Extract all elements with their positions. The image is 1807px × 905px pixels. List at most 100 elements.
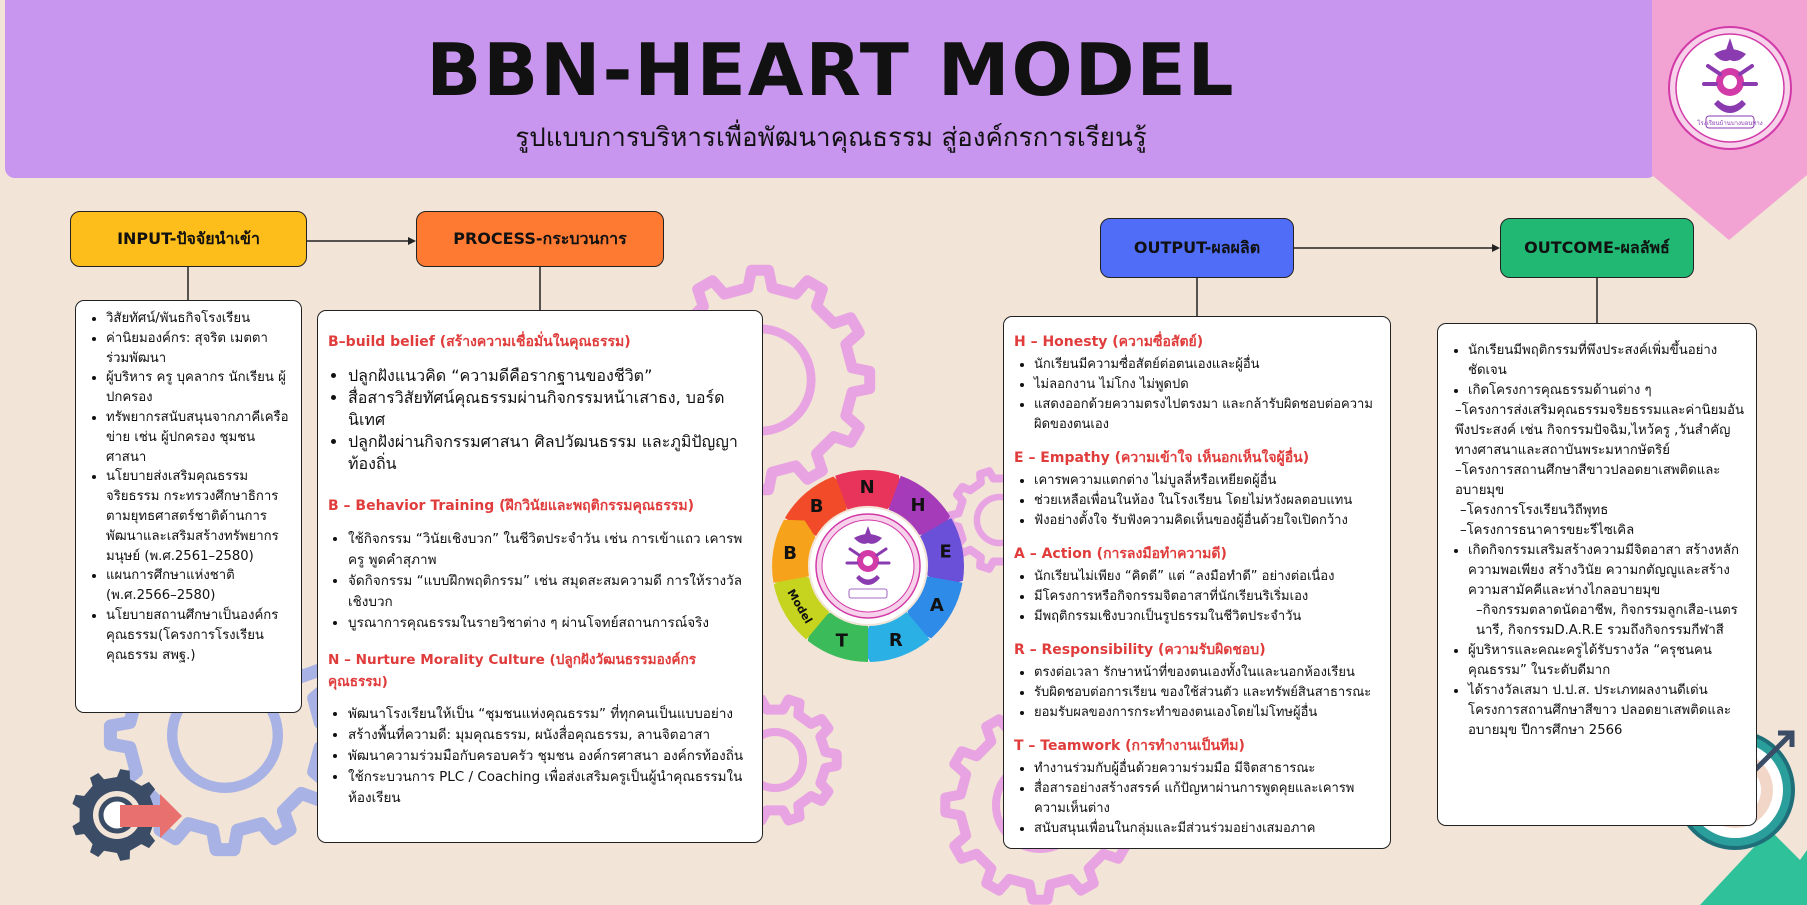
list-item: เกิดโครงการคุณธรรมด้านต่าง ๆ –โครงการส่ง… bbox=[1455, 381, 1744, 541]
list-item: มีพฤติกรรมเชิงบวกเป็นรูปธรรมในชีวิตประจำ… bbox=[1034, 607, 1380, 627]
section-heading: E – Empathy (ความเข้าใจ เห็นอกเห็นใจผู้อ… bbox=[1014, 450, 1310, 466]
list-item: เกิดกิจกรรมเสริมสร้างความมีจิตอาสา สร้าง… bbox=[1468, 541, 1744, 641]
wheel-letter: A bbox=[930, 595, 944, 616]
section-list: เคารพความแตกต่าง ไม่บูลลี่หรือเหยียดผู้อ… bbox=[1014, 471, 1380, 531]
emblem-ribbon: โรงเรียนบ้านบางบอนทาง bbox=[1652, 0, 1807, 240]
section-heading: A – Action (การลงมือทำความดี) bbox=[1014, 546, 1227, 562]
list-item: นักเรียนไม่เพียง “คิดดี” แต่ “ลงมือทำดี”… bbox=[1034, 567, 1380, 587]
header-banner: BBN-HEART MODEL รูปแบบการบริหารเพื่อพัฒน… bbox=[5, 0, 1657, 178]
list-item: นโยบายส่งเสริมคุณธรรมจริยธรรม กระทรวงศึก… bbox=[106, 467, 293, 566]
section-heading: R – Responsibility (ความรับผิดชอบ) bbox=[1014, 642, 1266, 658]
output-stage: OUTPUT-ผลผลิต bbox=[1100, 218, 1294, 278]
input-box: วิสัยทัศน์/พันธกิจโรงเรียน ค่านิยมองค์กร… bbox=[75, 300, 302, 713]
list-item: นโยบายสถานศึกษาเป็นองค์กรคุณธรรม(โครงการ… bbox=[106, 606, 293, 665]
section-list: นักเรียนมีความซื่อสัตย์ต่อตนเองและผู้อื่… bbox=[1014, 355, 1380, 435]
list-item: แผนการศึกษาแห่งชาติ (พ.ศ.2566–2580) bbox=[106, 566, 293, 606]
wheel-letter: H bbox=[911, 495, 926, 516]
list-item: นักเรียนมีความซื่อสัตย์ต่อตนเองและผู้อื่… bbox=[1034, 355, 1380, 375]
list-item: พัฒนาความร่วมมือกับครอบครัว ชุมชน องค์กร… bbox=[348, 746, 752, 767]
list-item: เคารพความแตกต่าง ไม่บูลลี่หรือเหยียดผู้อ… bbox=[1034, 471, 1380, 491]
section-heading: H – Honesty (ความซื่อสัตย์) bbox=[1014, 334, 1204, 350]
sub-item: –โครงการธนาคารขยะรีไซเคิล bbox=[1460, 523, 1635, 538]
outcome-list: นักเรียนมีพฤติกรรมที่พึงประสงค์เพิ่มขึ้น… bbox=[1450, 341, 1744, 741]
wheel-segment bbox=[773, 571, 830, 640]
list-item: นักเรียนมีพฤติกรรมที่พึงประสงค์เพิ่มขึ้น… bbox=[1468, 341, 1744, 381]
process-box: B–build belief (สร้างความเชื่อมั่นในคุณธ… bbox=[317, 310, 763, 843]
outcome-box: นักเรียนมีพฤติกรรมที่พึงประสงค์เพิ่มขึ้น… bbox=[1437, 323, 1757, 826]
list-item: ค่านิยมองค์กร: สุจริต เมตตา ร่วมพัฒนา bbox=[106, 329, 293, 369]
gear-arrow-icon bbox=[72, 769, 182, 861]
list-item: สนับสนุนเพื่อนในกลุ่มและมีส่วนร่วมอย่างเ… bbox=[1034, 819, 1380, 839]
section-list: นักเรียนไม่เพียง “คิดดี” แต่ “ลงมือทำดี”… bbox=[1014, 567, 1380, 627]
school-emblem-icon: โรงเรียนบ้านบางบอนทาง bbox=[1668, 26, 1792, 150]
wheel-letter: B bbox=[810, 496, 824, 517]
list-item: ตรงต่อเวลา รักษาหน้าที่ของตนเองทั้งในและ… bbox=[1034, 663, 1380, 683]
output-box: H – Honesty (ความซื่อสัตย์) นักเรียนมีคว… bbox=[1003, 316, 1391, 849]
list-item: บูรณาการคุณธรรมในรายวิชาต่าง ๆ ผ่านโจทย์… bbox=[348, 613, 752, 634]
list-item: พัฒนาโรงเรียนให้เป็น “ชุมชนแห่งคุณธรรม” … bbox=[348, 704, 752, 725]
wheel-letter: N bbox=[860, 477, 875, 498]
list-item: ใช้กระบวนการ PLC / Coaching เพื่อส่งเสริ… bbox=[348, 767, 752, 809]
list-item: ฟังอย่างตั้งใจ รับฟังความคิดเห็นของผู้อื… bbox=[1034, 511, 1380, 531]
list-item: รับผิดชอบต่อการเรียน ของใช้ส่วนตัว และทร… bbox=[1034, 683, 1380, 703]
list-item-text: เกิดกิจกรรมเสริมสร้างความมีจิตอาสา สร้าง… bbox=[1468, 543, 1739, 598]
list-item: ยอมรับผลของการกระทำของตนเองโดยไม่โทษผู้อ… bbox=[1034, 703, 1380, 723]
arrow-head bbox=[408, 237, 416, 245]
list-item: ทำงานร่วมกับผู้อื่นด้วยความร่วมมือ มีจิต… bbox=[1034, 759, 1380, 779]
sub-item: –โครงการส่งเสริมคุณธรรมจริยธรรมและค่านิย… bbox=[1455, 403, 1744, 458]
sub-item: –โครงการโรงเรียนวิถีพุทธ bbox=[1460, 503, 1609, 518]
section-heading: B–build belief (สร้างความเชื่อมั่นในคุณธ… bbox=[328, 334, 631, 350]
wheel-segment bbox=[772, 519, 816, 583]
list-item: แสดงออกด้วยความตรงไปตรงมา และกล้ารับผิดช… bbox=[1034, 395, 1380, 435]
list-item: ทรัพยากรสนับสนุนจากภาคีเครือข่าย เช่น ผู… bbox=[106, 408, 293, 467]
section-list: ทำงานร่วมกับผู้อื่นด้วยความร่วมมือ มีจิต… bbox=[1014, 759, 1380, 839]
list-item: ช่วยเหลือเพื่อนในห้อง ในโรงเรียน โดยไม่ห… bbox=[1034, 491, 1380, 511]
list-item: ไม่ลอกงาน ไม่โกง ไม่พูดปด bbox=[1034, 375, 1380, 395]
list-item: จัดกิจกรรม “แบบฝึกพฤติกรรม” เช่น สมุดสะส… bbox=[348, 571, 752, 613]
list-item: สื่อสารวิสัยทัศน์คุณธรรมผ่านกิจกรรมหน้าเ… bbox=[348, 387, 752, 431]
sub-item: –กิจกรรมตลาดนัดอาชีพ, กิจกรรมลูกเสือ-เนต… bbox=[1476, 603, 1738, 638]
list-item: ผู้บริหารและคณะครูได้รับรางวัล “ครุชนคนค… bbox=[1468, 641, 1744, 681]
wheel-letter: R bbox=[889, 630, 903, 651]
process-stage: PROCESS-กระบวนการ bbox=[416, 211, 664, 267]
list-item: ปลูกฝังแนวคิด “ความดีคือรากฐานของชีวิต” bbox=[348, 365, 752, 387]
section-heading: N – Nurture Morality Culture (ปลูกฝังวัฒ… bbox=[328, 652, 697, 690]
wheel-segment bbox=[888, 475, 951, 535]
list-item-text: เกิดโครงการคุณธรรมด้านต่าง ๆ bbox=[1468, 383, 1652, 398]
wheel-segment bbox=[860, 612, 930, 662]
section-heading: T – Teamwork (การทำงานเป็นทีม) bbox=[1014, 738, 1245, 754]
wheel-segment bbox=[907, 576, 963, 639]
wheel-letter: T bbox=[836, 631, 849, 652]
list-item: ปลูกฝังผ่านกิจกรรมศาสนา ศิลปวัฒนธรรม และ… bbox=[348, 431, 752, 475]
section-list: ปลูกฝังแนวคิด “ความดีคือรากฐานของชีวิต” … bbox=[328, 365, 752, 475]
wheel-segment bbox=[807, 612, 868, 662]
list-item: ใช้กิจกรรม “วินัยเชิงบวก” ในชีวิตประจำวั… bbox=[348, 529, 752, 571]
input-list: วิสัยทัศน์/พันธกิจโรงเรียน ค่านิยมองค์กร… bbox=[86, 309, 293, 665]
arrow-head bbox=[1492, 244, 1500, 252]
wheel-segment bbox=[835, 470, 902, 510]
list-item: สื่อสารอย่างสร้างสรรค์ แก้ปัญหาผ่านการพู… bbox=[1034, 779, 1380, 819]
svg-text:โรงเรียนบ้านบางบอนทาง: โรงเรียนบ้านบางบอนทาง bbox=[1697, 119, 1762, 127]
outcome-stage: OUTCOME-ผลลัพธ์ bbox=[1500, 218, 1694, 278]
page-title: BBN-HEART MODEL bbox=[426, 28, 1236, 112]
wheel-letter: E bbox=[940, 542, 952, 563]
arrow-right-icon bbox=[120, 794, 182, 838]
wheel-letter: B bbox=[783, 543, 797, 564]
school-emblem-icon bbox=[845, 526, 891, 599]
wheel-segment bbox=[920, 518, 965, 588]
page-subtitle: รูปแบบการบริหารเพื่อพัฒนาคุณธรรม สู่องค์… bbox=[515, 123, 1147, 153]
list-item: วิสัยทัศน์/พันธกิจโรงเรียน bbox=[106, 309, 293, 329]
list-item: ได้รางวัลเสมา ป.ป.ส. ประเภทผลงานดีเด่น โ… bbox=[1468, 681, 1744, 741]
input-stage: INPUT-ปัจจัยนำเข้า bbox=[70, 211, 307, 267]
section-list: พัฒนาโรงเรียนให้เป็น “ชุมชนแห่งคุณธรรม” … bbox=[328, 704, 752, 809]
sub-item: –โครงการสถานศึกษาสีขาวปลอดยาเสพติดและอบา… bbox=[1455, 463, 1721, 498]
list-item: สร้างพื้นที่ความดี: มุมคุณธรรม, ผนังสื่อ… bbox=[348, 725, 752, 746]
section-list: ใช้กิจกรรม “วินัยเชิงบวก” ในชีวิตประจำวั… bbox=[328, 529, 752, 634]
list-item: ผู้บริหาร ครู บุคลากร นักเรียน ผู้ปกครอง bbox=[106, 368, 293, 408]
list-item: มีโครงการหรือกิจกรรมจิตอาสาที่นักเรียนริ… bbox=[1034, 587, 1380, 607]
section-list: ตรงต่อเวลา รักษาหน้าที่ของตนเองทั้งในและ… bbox=[1014, 663, 1380, 723]
section-heading: B – Behavior Training (ฝึกวินัยและพฤติกร… bbox=[328, 498, 695, 514]
